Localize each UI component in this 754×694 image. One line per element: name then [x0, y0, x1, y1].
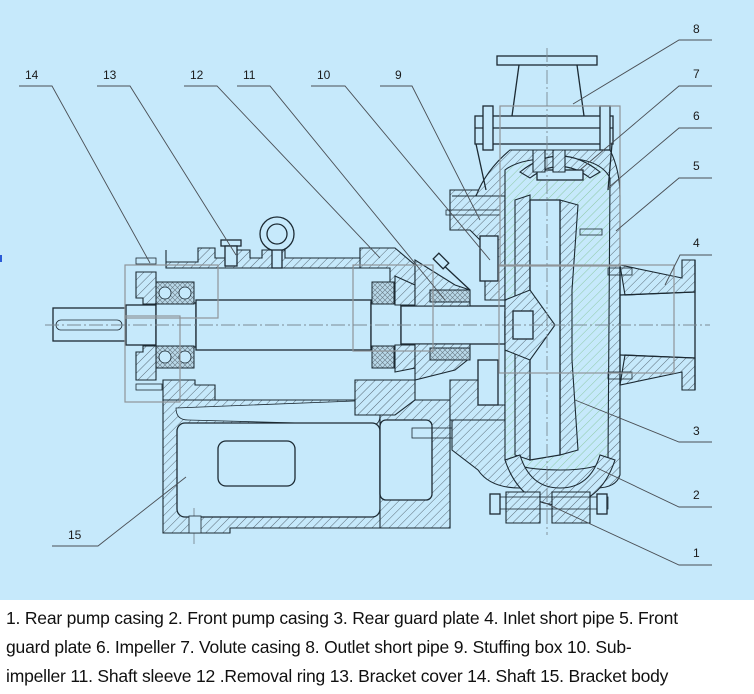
callout-2: 2 — [596, 467, 712, 508]
svg-text:14: 14 — [25, 68, 39, 82]
bracket-body — [162, 399, 451, 546]
svg-text:2: 2 — [693, 488, 700, 502]
parts-list-caption: 1. Rear pump casing 2. Front pump casing… — [6, 604, 751, 691]
svg-text:3: 3 — [693, 424, 700, 438]
caption-line: 1. Rear pump casing 2. Front pump casing… — [6, 608, 678, 628]
svg-text:8: 8 — [693, 22, 700, 36]
svg-text:13: 13 — [103, 68, 117, 82]
pump-cross-section-diagram: 14 13 12 11 10 9 8 7 — [0, 0, 754, 600]
callout-11: 11 — [237, 68, 446, 301]
svg-text:15: 15 — [68, 528, 82, 542]
svg-text:1: 1 — [693, 546, 700, 560]
svg-text:7: 7 — [693, 67, 700, 81]
callout-15: 15 — [52, 476, 187, 547]
caption-line: guard plate 6. Impeller 7. Volute casing… — [6, 637, 632, 657]
bearings — [135, 257, 416, 391]
callout-8: 8 — [572, 22, 712, 105]
callout-12: 12 — [184, 68, 381, 259]
svg-text:10: 10 — [317, 68, 331, 82]
callout-3: 3 — [574, 399, 712, 443]
callout-4: 4 — [664, 236, 712, 286]
callout-5: 5 — [615, 159, 712, 232]
callout-9: 9 — [380, 68, 481, 221]
callout-13: 13 — [97, 68, 237, 256]
callout-14: 14 — [19, 68, 151, 264]
svg-text:9: 9 — [395, 68, 402, 82]
reference-frames — [124, 105, 675, 403]
edge-marker — [0, 255, 2, 262]
svg-text:12: 12 — [190, 68, 204, 82]
callout-6: 6 — [607, 109, 712, 189]
callout-10: 10 — [311, 68, 491, 261]
callout-1: 1 — [542, 501, 712, 566]
callouts: 14 13 12 11 10 9 8 7 — [19, 22, 712, 566]
caption-line: impeller 11. Shaft sleeve 12 .Removal ri… — [6, 666, 669, 686]
svg-text:4: 4 — [693, 236, 700, 250]
pump-head — [451, 149, 621, 524]
svg-text:5: 5 — [693, 159, 700, 173]
svg-text:6: 6 — [693, 109, 700, 123]
callout-7: 7 — [579, 67, 712, 171]
svg-text:11: 11 — [243, 68, 256, 82]
diagram-canvas: 14 13 12 11 10 9 8 7 — [19, 22, 712, 566]
